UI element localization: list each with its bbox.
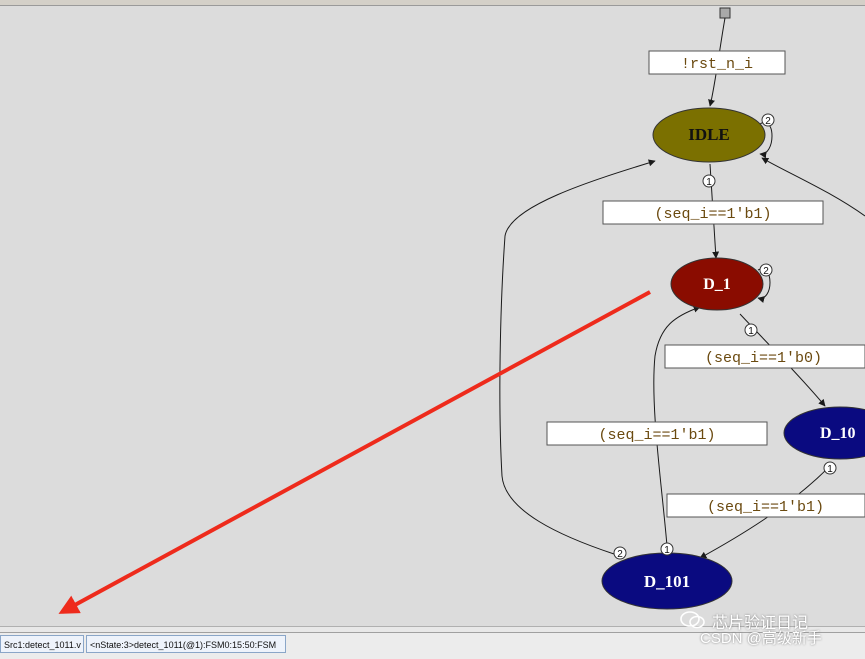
edge-d10-to-d101 (699, 467, 829, 559)
reset-start-node[interactable] (719, 7, 731, 19)
condition-d101-to-d1-text: (seq_i==1'b1) (598, 427, 715, 444)
condition-d1-to-d10-text: (seq_i==1'b0) (705, 350, 822, 367)
top-toolbar-strip (0, 0, 865, 6)
annotation-red-arrow (58, 290, 651, 614)
status-bar: Src1:detect_1011.v <nState:3>detect_1011… (0, 632, 865, 659)
tab-source-file[interactable]: Src1:detect_1011.v (0, 635, 84, 653)
fsm-diagram: IDLE D_1 D_10 D_101 !rst_n_i (seq_i==1'b… (58, 7, 865, 614)
tab-fsm-state[interactable]: <nState:3>detect_1011(@1):FSM0:15:50:FSM (86, 635, 286, 653)
priority-d101-to-idle: 2 (613, 546, 627, 560)
condition-idle-to-d1: (seq_i==1'b1) (602, 200, 824, 225)
svg-text:1: 1 (748, 326, 754, 337)
watermark-account: 芯片验证日记 (712, 615, 809, 632)
condition-d10-to-d101: (seq_i==1'b1) (666, 493, 865, 518)
priority-idle-self: 2 (761, 113, 775, 127)
priority-d101-to-d1: 1 (660, 542, 674, 556)
condition-reset-text: !rst_n_i (681, 56, 753, 73)
svg-text:2: 2 (765, 116, 771, 127)
condition-d1-to-d10: (seq_i==1'b0) (664, 344, 865, 369)
condition-d10-to-d101-text: (seq_i==1'b1) (707, 499, 824, 516)
svg-text:2: 2 (763, 266, 769, 277)
priority-d1-to-d10: 1 (744, 323, 758, 337)
edge-d101-to-d1 (653, 305, 701, 547)
edge-d10-to-idle (761, 157, 865, 217)
state-d101[interactable]: D_101 (601, 552, 733, 610)
priority-d10-to-d101: 1 (823, 461, 837, 475)
state-d10-label: D_10 (820, 425, 856, 442)
state-d1[interactable]: D_1 (670, 257, 764, 311)
watermark-source: CSDN @高级新手 (700, 630, 822, 647)
state-d101-label: D_101 (644, 572, 690, 591)
state-d10[interactable]: D_10 (783, 406, 865, 460)
edge-d101-to-idle (499, 159, 656, 555)
priority-d1-self: 2 (759, 263, 773, 277)
svg-text:1: 1 (827, 464, 833, 475)
svg-text:1: 1 (664, 545, 670, 556)
wechat-icon (680, 611, 705, 629)
state-d1-label: D_1 (703, 276, 731, 293)
fsm-diagram-canvas[interactable]: IDLE D_1 D_10 D_101 !rst_n_i (seq_i==1'b… (0, 6, 865, 626)
horizontal-scrollbar[interactable] (0, 626, 865, 633)
condition-reset: !rst_n_i (648, 50, 786, 75)
state-idle[interactable]: IDLE (652, 107, 766, 163)
state-idle-label: IDLE (688, 125, 730, 144)
svg-text:1: 1 (706, 177, 712, 188)
svg-text:2: 2 (617, 549, 623, 560)
condition-idle-to-d1-text: (seq_i==1'b1) (654, 206, 771, 223)
condition-d101-to-d1: (seq_i==1'b1) (546, 421, 768, 446)
priority-idle-to-d1: 1 (702, 174, 716, 188)
